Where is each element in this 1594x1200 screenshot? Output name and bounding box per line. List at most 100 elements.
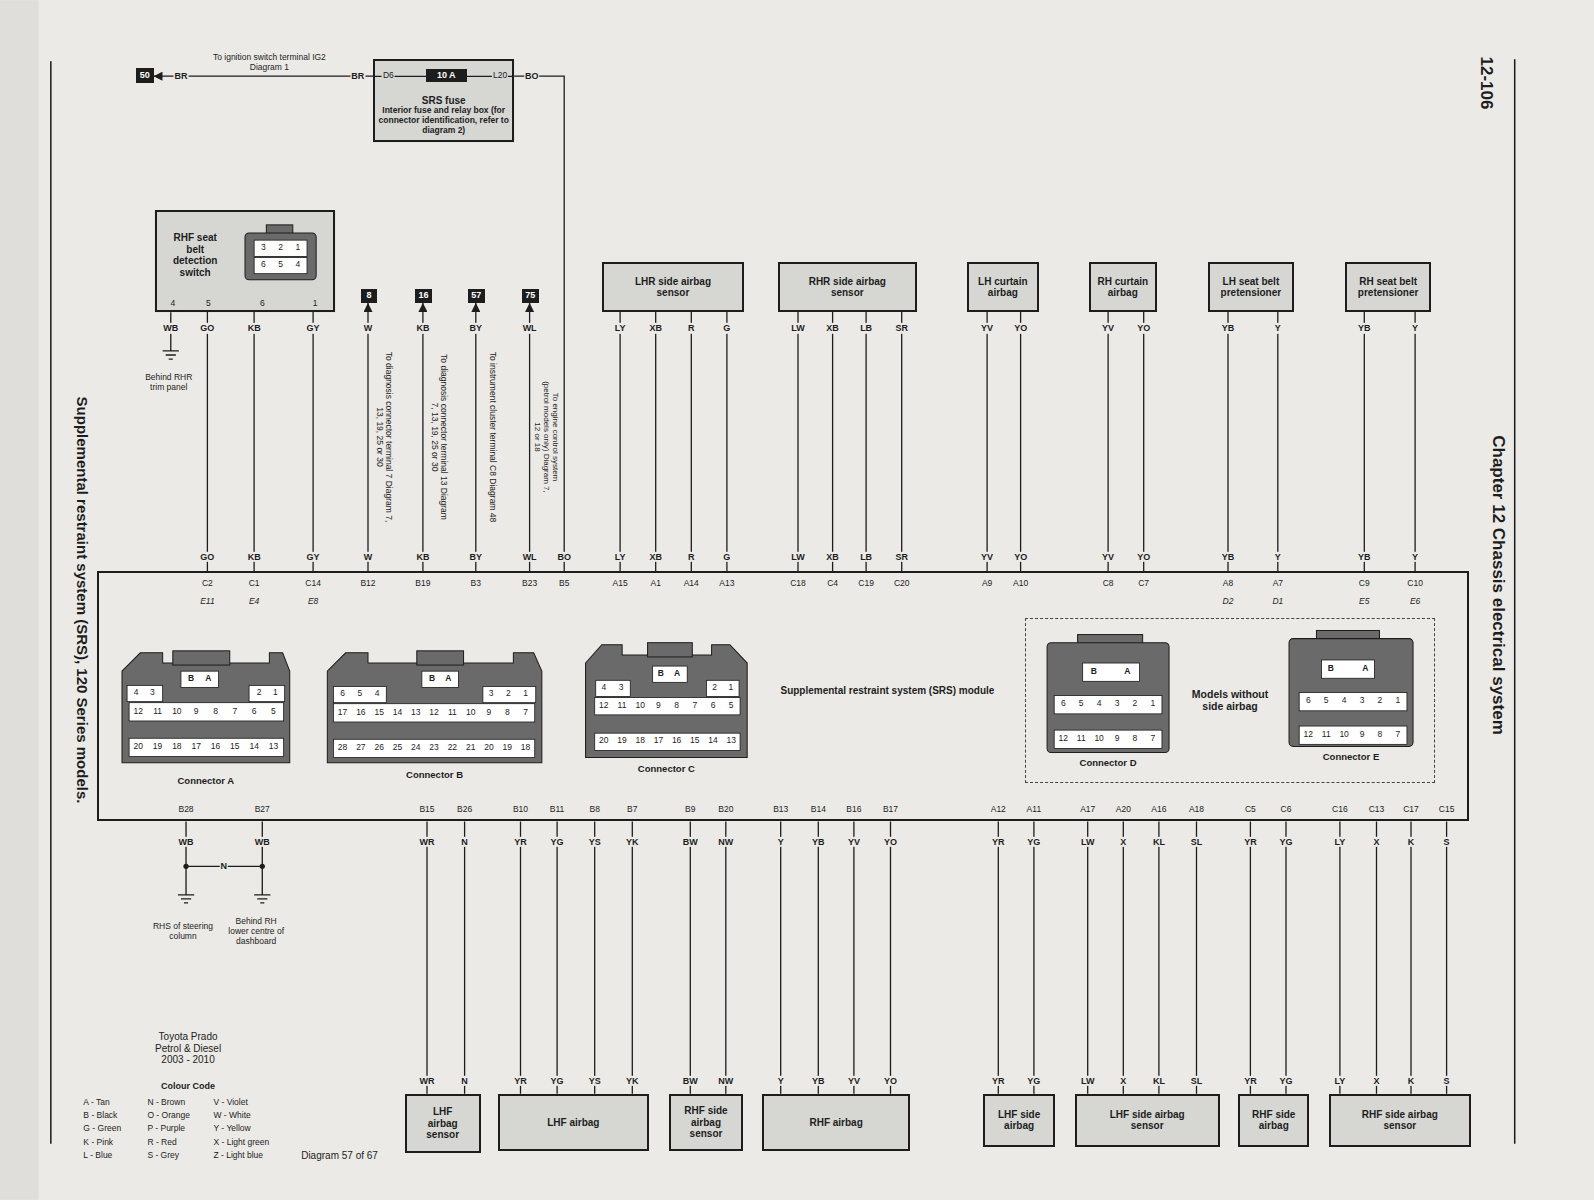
wire <box>1020 312 1021 571</box>
pin-number: 4 <box>133 688 140 698</box>
pin-number: A12 <box>990 805 1007 815</box>
box-label: RH curtain airbag <box>1094 276 1152 299</box>
wire <box>797 312 798 571</box>
pin-number: 27 <box>355 743 366 753</box>
pin-number: 10 <box>635 701 646 711</box>
pin-number: 5 <box>1078 700 1085 710</box>
pin-number: B7 <box>626 805 638 815</box>
ground-location: RHS of steering column <box>152 922 214 942</box>
pin-number: 10 <box>465 708 476 718</box>
box-label: Connector A <box>178 776 235 787</box>
pin-number: 20 <box>133 742 144 752</box>
pin-number: B27 <box>254 805 271 815</box>
pin-number: 6 <box>1305 697 1312 707</box>
pin-number: 4 <box>169 299 176 309</box>
pin-number: 17 <box>190 742 201 752</box>
pin-number: A20 <box>1115 805 1132 815</box>
wire-color: BW <box>682 1075 699 1085</box>
pin-number: C16 <box>1331 805 1349 815</box>
wire-color: W <box>363 552 374 562</box>
pin-number: B23 <box>521 579 538 589</box>
pin-number: 5 <box>728 701 735 711</box>
pin-number: 4 <box>1096 700 1103 710</box>
pin-number: 10 <box>1093 734 1104 744</box>
wire <box>865 312 866 571</box>
wire-color: XB <box>648 552 663 562</box>
wire-color: XB <box>825 552 840 562</box>
terminal-id: L20 <box>492 71 508 81</box>
pin-number: 12 <box>428 708 439 718</box>
reference-box: 16 <box>415 289 432 303</box>
wire-color: YB <box>811 837 826 847</box>
pin-number: C7 <box>1137 579 1150 589</box>
wire <box>1158 821 1159 1093</box>
ground-wire <box>163 312 179 359</box>
wire-color: KL <box>1152 1075 1166 1085</box>
pin-number: A <box>444 674 452 684</box>
wire-color: YG <box>1278 1075 1293 1085</box>
wire-color: BR <box>173 71 188 81</box>
pin-number: C18 <box>789 579 807 589</box>
wire-color: W <box>363 323 374 333</box>
pin-number: C19 <box>857 579 875 589</box>
wire-color: KB <box>415 552 430 562</box>
wire-color: Y <box>777 1075 785 1085</box>
wire <box>1376 821 1377 1093</box>
wire-color: GO <box>199 552 215 562</box>
diagram-title: Supplemental restraint system (SRS), 120… <box>74 395 91 804</box>
pin-number: A1 <box>649 579 661 589</box>
wire-color: LW <box>1080 837 1096 847</box>
wire-destination: To engine control system (petrol models … <box>533 380 559 494</box>
wire-color: R <box>687 552 696 562</box>
chapter-heading: Chapter 12 Chassis electrical system <box>1489 434 1509 736</box>
pin-number: 9 <box>193 707 200 717</box>
wire-color: Y <box>1411 323 1419 333</box>
pin-number: 1 <box>1149 700 1156 710</box>
pin-number: 15 <box>229 742 240 752</box>
box-fill <box>373 59 514 142</box>
wire-color: WB <box>178 837 195 847</box>
wire-destination: To diagnosis connector terminal 7 Diagra… <box>375 349 394 526</box>
component-box: LHF side airbag <box>983 1094 1055 1147</box>
box-label: RHF seat belt detection switch <box>167 232 223 278</box>
wire <box>655 312 656 571</box>
wire-color: YG <box>1026 837 1041 847</box>
pin-number: D2 <box>1222 597 1235 607</box>
legend-text: V - Violet <box>213 1097 247 1107</box>
pin-number: 3 <box>1114 700 1121 710</box>
box-label: RH seat belt pretensioner <box>1352 276 1424 299</box>
pin-number: 15 <box>373 708 384 718</box>
wire-color: SR <box>894 552 909 562</box>
legend-entry: G - Green <box>83 1125 121 1135</box>
wire <box>1107 312 1108 571</box>
pin-number: A8 <box>1222 579 1234 589</box>
pin-number: B3 <box>470 579 482 589</box>
pin-number: 1 <box>294 243 301 253</box>
pin-number: 16 <box>210 742 221 752</box>
component-box: LHF airbag sensor <box>405 1094 481 1153</box>
wire-color: XB <box>825 323 840 333</box>
wire <box>464 821 465 1093</box>
wire <box>986 312 987 571</box>
legend-entry: A - Tan <box>83 1098 109 1108</box>
wire-color: YR <box>513 837 528 847</box>
wire-color: WB <box>162 323 179 333</box>
wire-color: WL <box>522 323 538 333</box>
component-box: LH curtain airbag <box>967 262 1039 312</box>
wire <box>1364 312 1365 571</box>
wire <box>367 303 368 571</box>
legend-text: Y - Yellow <box>213 1124 250 1134</box>
pin-number: 9 <box>655 701 662 711</box>
pin-number: B9 <box>684 805 696 815</box>
pin-number: 11 <box>152 707 163 717</box>
junction-dot <box>260 864 265 869</box>
pin-number: B15 <box>418 805 435 815</box>
wire-color: BO <box>556 552 572 562</box>
pin-number: 5 <box>277 260 284 270</box>
wire <box>1410 821 1411 1093</box>
wire-color: YO <box>1013 552 1028 562</box>
wire-color: LY <box>614 552 627 562</box>
